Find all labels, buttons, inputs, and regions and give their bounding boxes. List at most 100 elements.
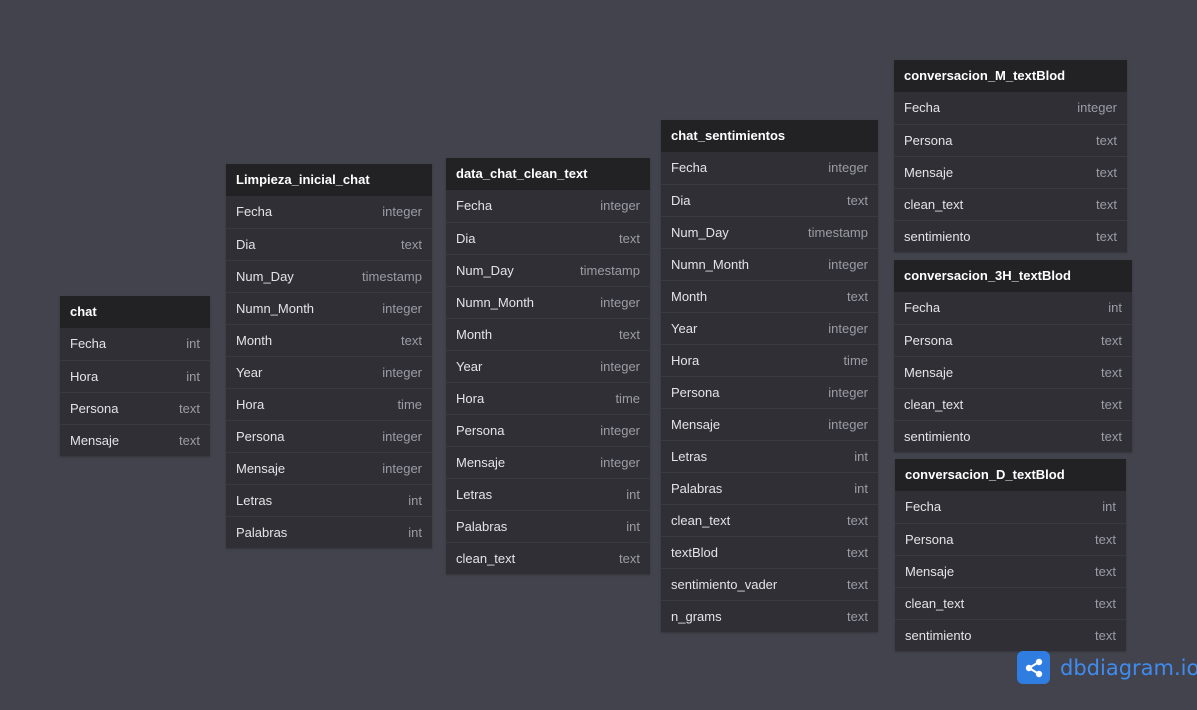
table-header[interactable]: chat (60, 296, 210, 328)
field-type: text (847, 609, 868, 624)
field-type: integer (382, 365, 422, 380)
field-name: Hora (456, 391, 485, 406)
field-type: int (854, 481, 868, 496)
field-name: Mensaje (70, 433, 120, 448)
field-type: integer (600, 455, 640, 470)
table-header[interactable]: data_chat_clean_text (446, 158, 650, 190)
field-row[interactable]: textBlod text (661, 536, 878, 568)
table-header[interactable]: conversacion_M_textBlod (894, 60, 1127, 92)
field-type: text (619, 231, 640, 246)
field-row[interactable]: Mensaje integer (226, 452, 432, 484)
field-type: text (619, 551, 640, 566)
brand-suffix: .io (1173, 655, 1197, 680)
field-type: integer (382, 301, 422, 316)
field-name: Mensaje (236, 461, 286, 476)
field-row[interactable]: Persona integer (226, 420, 432, 452)
field-name: Num_Day (671, 225, 729, 240)
table-header[interactable]: conversacion_3H_textBlod (894, 260, 1132, 292)
field-type: text (847, 545, 868, 560)
field-name: sentimiento (904, 429, 971, 444)
field-name: Dia (671, 193, 691, 208)
table-header[interactable]: Limpieza_inicial_chat (226, 164, 432, 196)
field-name: Persona (70, 401, 119, 416)
field-type: int (854, 449, 868, 464)
field-type: integer (382, 204, 422, 219)
table-header[interactable]: chat_sentimientos (661, 120, 878, 152)
field-type: timestamp (362, 269, 422, 284)
field-name: Letras (236, 493, 273, 508)
field-type: text (847, 513, 868, 528)
field-name: Fecha (905, 499, 942, 514)
field-type: integer (382, 429, 422, 444)
field-name: Persona (236, 429, 285, 444)
field-type: integer (382, 461, 422, 476)
table-header[interactable]: conversacion_D_textBlod (895, 459, 1126, 491)
field-name: textBlod (671, 545, 718, 560)
field-type: text (619, 327, 640, 342)
